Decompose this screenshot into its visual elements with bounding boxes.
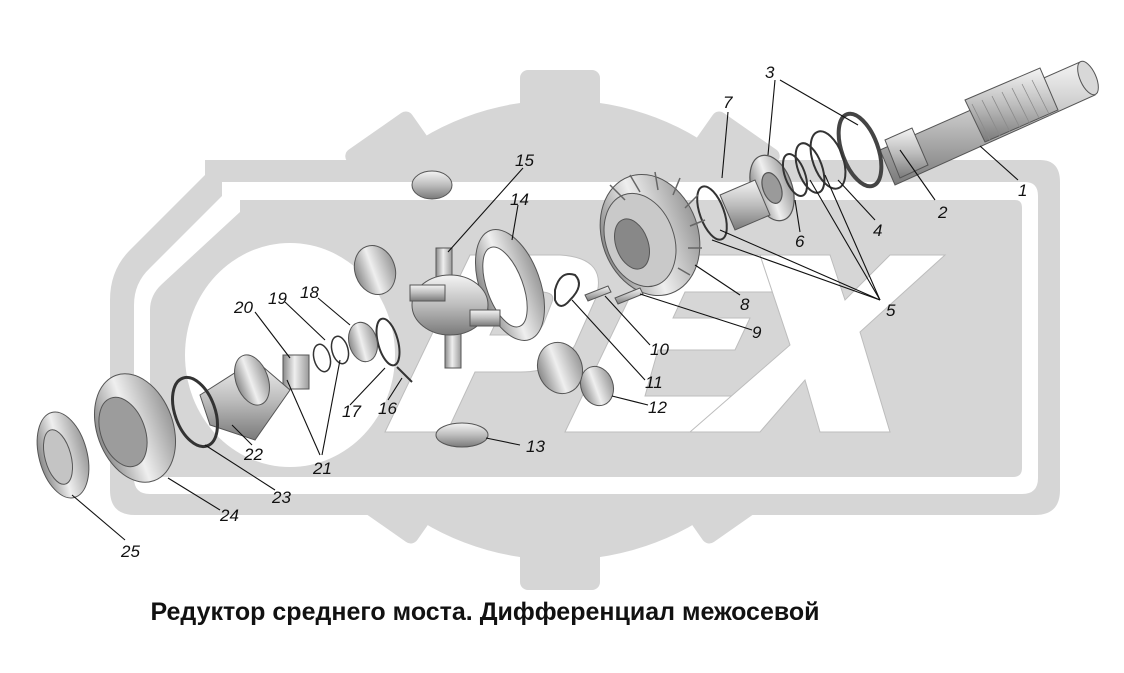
leader-lines — [71, 79, 1019, 541]
callout-6: 6 — [795, 232, 805, 251]
part-7-spacer — [719, 179, 771, 231]
part-12-washer — [579, 365, 615, 407]
callout-16: 16 — [378, 399, 397, 418]
callout-13: 13 — [526, 437, 545, 456]
part-9-10-pins — [584, 285, 644, 305]
callout-22: 22 — [243, 445, 263, 464]
part-8-bevel-gear — [599, 171, 706, 297]
callout-14: 14 — [510, 190, 529, 209]
callout-12: 12 — [648, 398, 667, 417]
callout-18: 18 — [300, 283, 319, 302]
callout-3: 3 — [765, 63, 775, 82]
callout-25: 25 — [120, 542, 140, 561]
callout-numbers: 1 2 3 4 5 6 7 8 9 10 11 12 13 14 15 16 1… — [120, 63, 1027, 561]
callout-7: 7 — [723, 93, 733, 112]
callout-1: 1 — [1018, 181, 1027, 200]
callout-21: 21 — [312, 459, 332, 478]
callout-2: 2 — [937, 203, 948, 222]
callout-11: 11 — [645, 373, 663, 392]
callout-4: 4 — [873, 221, 882, 240]
part-23-ring — [171, 375, 219, 449]
callout-8: 8 — [740, 295, 750, 314]
callout-5: 5 — [886, 301, 896, 320]
callout-20: 20 — [233, 298, 253, 317]
part-15-spider — [409, 247, 501, 369]
callout-9: 9 — [752, 323, 762, 342]
part-1-shaft — [879, 60, 1099, 186]
part-19-20-21-bearing — [282, 335, 350, 390]
callout-24: 24 — [219, 506, 239, 525]
part-13-gears — [353, 170, 584, 448]
callout-10: 10 — [650, 340, 669, 359]
callout-15: 15 — [515, 151, 534, 170]
diagram-caption: Редуктор среднего моста. Дифференциал ме… — [150, 598, 820, 626]
part-25-cover — [36, 411, 90, 499]
part-rings — [696, 130, 847, 241]
part-24-housing — [93, 373, 177, 483]
callout-19: 19 — [268, 289, 287, 308]
callout-17: 17 — [342, 402, 361, 421]
part-16-17-18-rings — [348, 317, 413, 383]
part-22-cup — [199, 354, 291, 441]
rex-letters-watermark — [384, 254, 947, 433]
callout-23: 23 — [271, 488, 291, 507]
part-2-bush — [884, 127, 929, 179]
part-11-plate — [554, 273, 580, 307]
